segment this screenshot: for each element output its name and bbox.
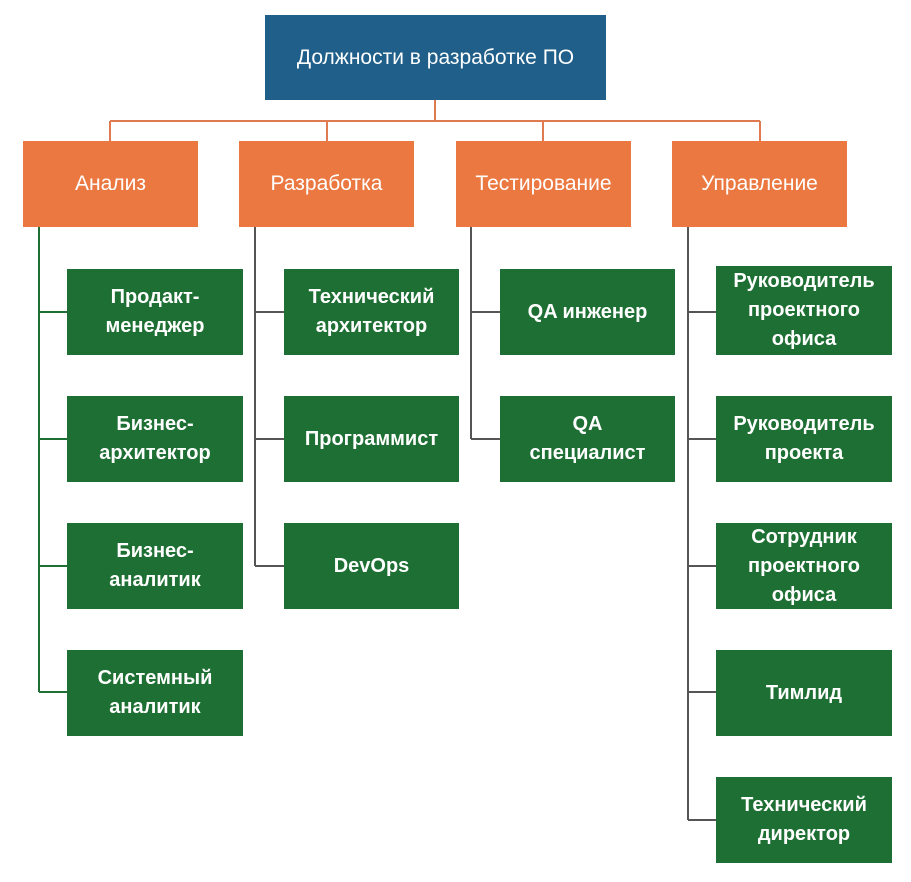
role-project-office-staff: Сотрудник проектного офиса [716, 523, 892, 609]
role-technical-architect: Технический архитектор [284, 269, 459, 355]
category-testing: Тестирование [456, 141, 631, 227]
role-technical-director: Технический директор [716, 777, 892, 863]
role-project-office-head: Руководитель проектного офиса [716, 266, 892, 355]
category-analysis: Анализ [23, 141, 198, 227]
role-programmer: Программист [284, 396, 459, 482]
role-teamlead: Тимлид [716, 650, 892, 736]
role-business-analyst: Бизнес- аналитик [67, 523, 243, 609]
role-business-architect: Бизнес- архитектор [67, 396, 243, 482]
category-management: Управление [672, 141, 847, 227]
category-development: Разработка [239, 141, 414, 227]
role-qa-engineer: QA инженер [500, 269, 675, 355]
role-qa-specialist: QA специалист [500, 396, 675, 482]
root-node: Должности в разработке ПО [265, 15, 606, 100]
role-project-manager: Руководитель проекта [716, 396, 892, 482]
role-product-manager: Продакт- менеджер [67, 269, 243, 355]
role-system-analyst: Системный аналитик [67, 650, 243, 736]
role-devops: DevOps [284, 523, 459, 609]
